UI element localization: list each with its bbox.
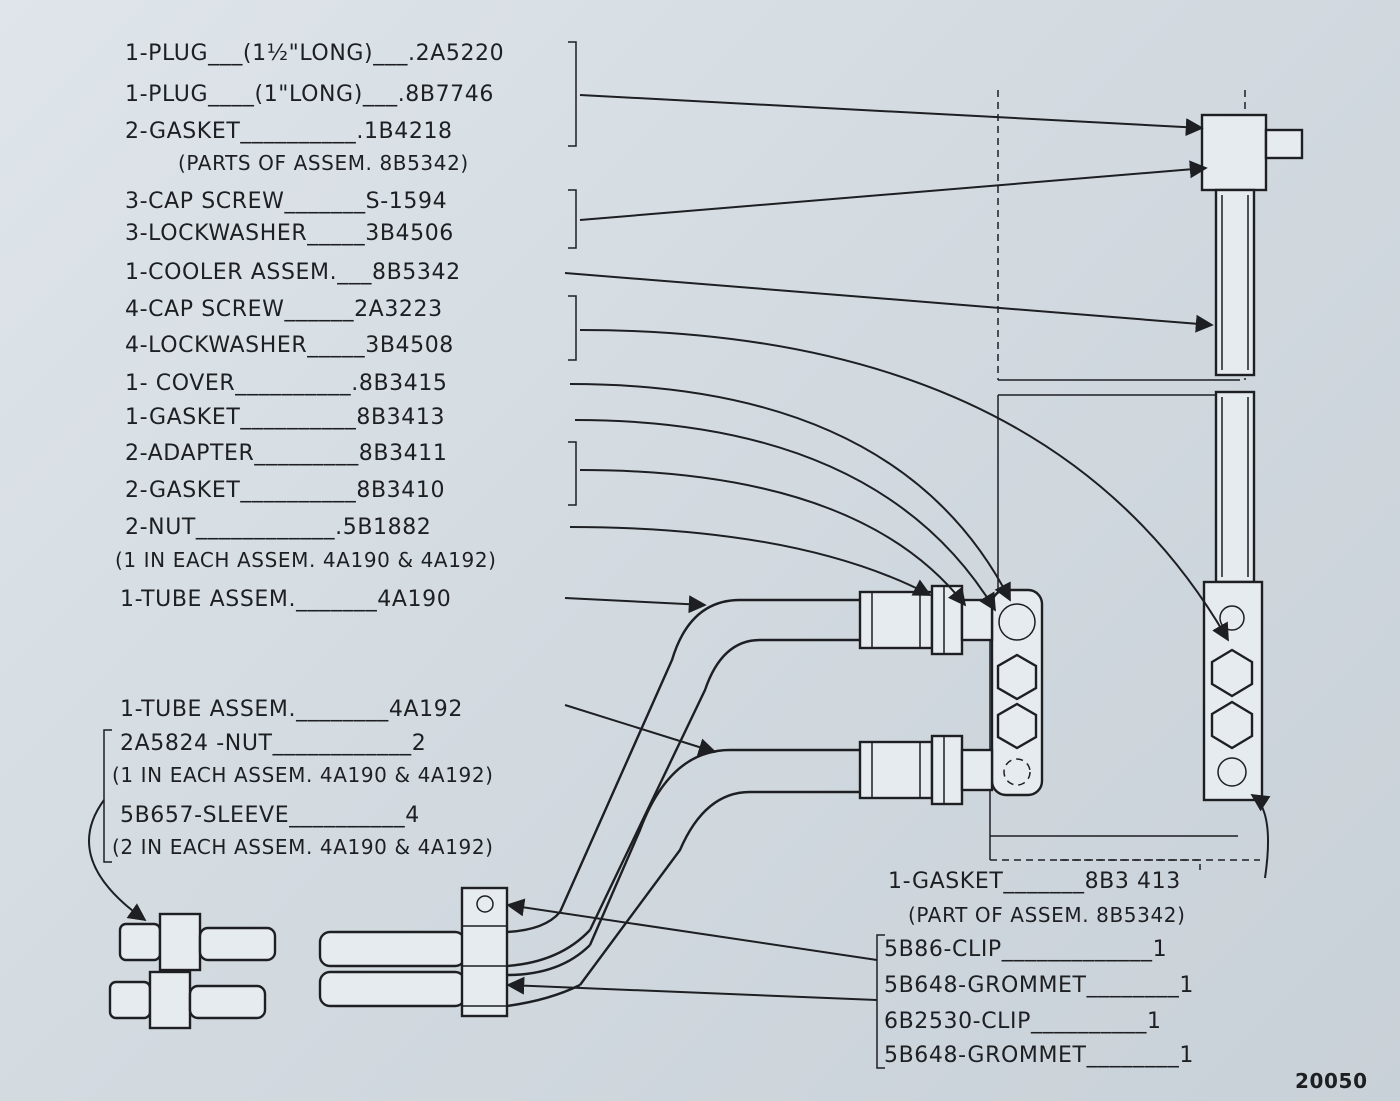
tube-4a192-bottom — [579, 790, 860, 986]
label-lockwasher-3b4506: 3-LOCKWASHER_____3B4506 — [125, 221, 454, 246]
note-parts-of-assem: (PARTS OF ASSEM. 8B5342) — [178, 151, 469, 175]
label-tube-assem-4a190: 1-TUBE ASSEM._______4A190 — [120, 587, 451, 612]
drain-plug-block — [1200, 113, 1268, 192]
leader-tube-4a190 — [564, 595, 707, 614]
label-gasket-8b3410: 2-GASKET__________8B3410 — [125, 478, 445, 503]
leader-plugs — [579, 94, 1204, 137]
bracket-cap-screw-lockwasher-2 — [568, 295, 577, 361]
leader-clip-1 — [506, 898, 878, 961]
leader-clip-2 — [506, 976, 878, 1001]
bracket-clips-grommets — [876, 934, 885, 1069]
upper-adapter-thread — [960, 598, 994, 642]
label-clip-6b2530: 6B2530-CLIP__________1 — [884, 1009, 1162, 1034]
label-gasket-8b3413: 1-GASKET__________8B3413 — [125, 405, 445, 430]
label-gasket-1b4218: 2-GASKET__________.1B4218 — [125, 119, 453, 144]
tube-assemblies — [558, 598, 860, 986]
tube-stub-upper — [198, 926, 277, 962]
nut-lower — [148, 970, 192, 1030]
lower-nut — [858, 740, 934, 800]
label-gasket-8b3413-lower: 1-GASKET_______8B3 413 — [888, 869, 1181, 894]
tube-end-upper — [318, 930, 467, 968]
nut-upper — [158, 912, 202, 972]
leader-gasket-8b3413 — [1250, 794, 1271, 879]
tube-4a192-top — [588, 748, 860, 946]
lower-adapter-thread — [960, 748, 994, 792]
label-grommet-5b648-a: 5B648-GROMMET________1 — [884, 973, 1194, 998]
label-plug-long: 1-PLUG___(1½"LONG)___.2A5220 — [125, 41, 504, 66]
tube-end-lower — [318, 970, 467, 1008]
leader-lines — [88, 94, 1271, 1001]
bracket-adapter-gasket — [568, 441, 577, 506]
tube-4a190-top — [558, 598, 860, 913]
cover-hex-bolt-2 — [996, 702, 1038, 750]
hex-bolt-2 — [1210, 700, 1254, 750]
sleeve-lower — [108, 980, 152, 1020]
note-part-of-assem: (PART OF ASSEM. 8B5342) — [908, 903, 1186, 927]
label-plug-short: 1-PLUG____(1"LONG)___.8B7746 — [125, 82, 494, 107]
sleeve-upper — [118, 922, 162, 962]
lower-right-list: 1-GASKET_______8B3 413 (PART OF ASSEM. 8… — [884, 869, 1194, 1068]
leader-cover — [569, 383, 1011, 602]
parts-list: 1-PLUG___(1½"LONG)___.2A5220 1-PLUG____(… — [115, 41, 504, 612]
label-grommet-5b648-b: 5B648-GROMMET________1 — [884, 1043, 1194, 1068]
label-clip-5b86: 5B86-CLIP_____________1 — [884, 937, 1167, 962]
lower-adapter — [930, 734, 964, 806]
leader-adapter — [579, 469, 967, 607]
cover-hex-bolt-1 — [996, 653, 1038, 701]
sleeve-nut-detail — [108, 912, 277, 1030]
note-nut-each: (1 IN EACH ASSEM. 4A190 & 4A192) — [112, 763, 494, 787]
leader-cap-screw-2 — [579, 329, 1229, 642]
label-lockwasher-3b4508: 4-LOCKWASHER_____3B4508 — [125, 333, 454, 358]
leader-tube-4a192 — [564, 704, 717, 756]
leader-cooler — [564, 272, 1214, 333]
lower-left-list: 1-TUBE ASSEM.________4A192 2A5824 -NUT__… — [112, 697, 494, 859]
cover-gasket-hole — [998, 603, 1036, 641]
cover-block — [990, 588, 1044, 797]
note-one-in-each: (1 IN EACH ASSEM. 4A190 & 4A192) — [115, 548, 497, 572]
bolt-hole-lower — [1217, 757, 1247, 787]
hex-bolt-1 — [1210, 648, 1254, 698]
label-nut-2a5824: 2A5824 -NUT____________2 — [120, 731, 426, 756]
leader-sleeve — [88, 799, 147, 922]
label-sleeve-5b657: 5B657-SLEEVE__________4 — [120, 803, 420, 828]
cooler-core — [1200, 113, 1304, 802]
tube-fitting-upper — [858, 584, 994, 656]
clip-assembly — [318, 886, 591, 1018]
plug-head — [1264, 128, 1304, 160]
leader-gasket — [574, 419, 996, 612]
clip-bolt-hole — [476, 895, 494, 913]
leader-cap-screw — [579, 160, 1208, 221]
group-brackets — [103, 41, 885, 1069]
bracket-plugs-gaskets — [568, 41, 577, 147]
tube-fitting-lower — [858, 734, 994, 806]
label-nut-5b1882: 2-NUT____________.5B1882 — [125, 515, 431, 540]
tube-stub-lower — [188, 984, 267, 1020]
bolt-hole-upper — [1219, 605, 1245, 631]
label-cover: 1- COVER__________.8B3415 — [125, 371, 448, 396]
bracket-nut-sleeve — [103, 729, 112, 863]
cover-hole-lower — [1003, 758, 1031, 786]
bracket-cap-screw-lockwasher — [568, 189, 577, 249]
upper-nut — [858, 590, 934, 650]
figure-number: 20050 — [1295, 1069, 1368, 1093]
clip-block — [460, 886, 509, 1018]
leader-nut — [569, 526, 932, 596]
label-cap-screw-2a3223: 4-CAP SCREW______2A3223 — [125, 297, 443, 322]
label-cap-screw-s1594: 3-CAP SCREW_______S-1594 — [125, 189, 447, 214]
label-cooler-assem: 1-COOLER ASSEM.___8B5342 — [125, 260, 461, 285]
label-adapter: 2-ADAPTER_________8B3411 — [125, 441, 447, 466]
tube-4a190-bottom — [588, 638, 860, 931]
label-tube-assem-4a192: 1-TUBE ASSEM.________4A192 — [120, 697, 463, 722]
note-sleeve-each: (2 IN EACH ASSEM. 4A190 & 4A192) — [112, 835, 494, 859]
